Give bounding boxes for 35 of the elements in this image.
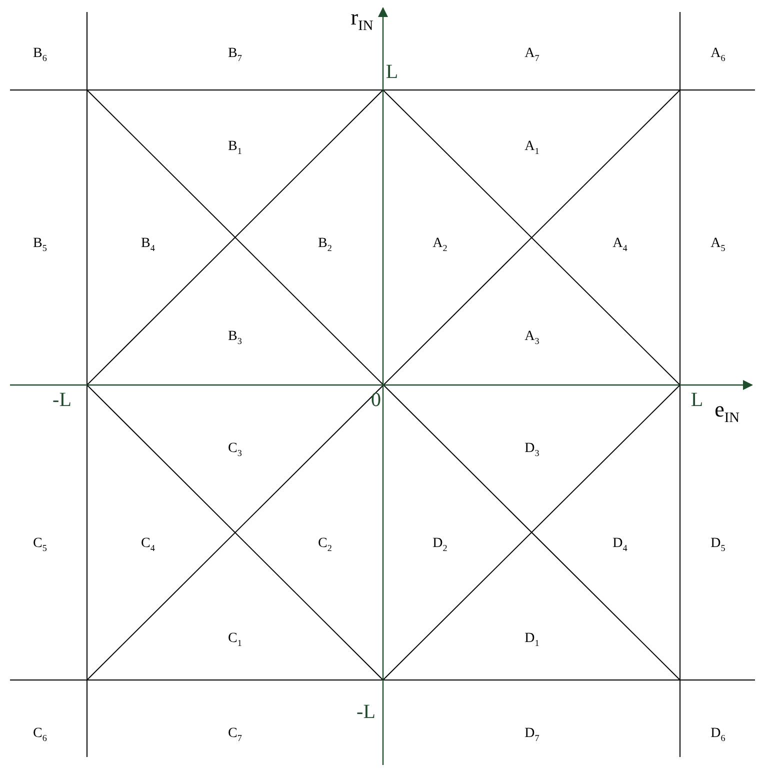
region-label: C$_{3}$ xyxy=(228,442,242,458)
region-label: A$_{6}$ xyxy=(710,47,726,63)
origin-label: 0 xyxy=(371,390,381,410)
region-label: C$_{2}$ xyxy=(318,537,332,553)
region-label: C$_{6}$ xyxy=(33,727,47,743)
axis-tick-label: L xyxy=(386,62,398,82)
region-label: C$_{5}$ xyxy=(33,537,47,553)
region-label: B$_{7}$ xyxy=(228,47,242,63)
region-label: D$_{6}$ xyxy=(710,727,726,743)
region-label: D$_{2}$ xyxy=(432,537,448,553)
region-label: D$_{1}$ xyxy=(524,632,540,648)
region-label: D$_{7}$ xyxy=(524,727,540,743)
region-label: C$_{7}$ xyxy=(228,727,242,743)
region-label: B$_{3}$ xyxy=(228,330,242,346)
axis-tick-label: -L xyxy=(52,390,72,410)
region-label: B$_{6}$ xyxy=(33,47,47,63)
axis-label: r$_{IN}$ xyxy=(350,6,374,34)
region-label: C$_{1}$ xyxy=(228,632,242,648)
region-label: A$_{5}$ xyxy=(710,237,726,253)
region-label: D$_{4}$ xyxy=(612,537,628,553)
region-label: A$_{7}$ xyxy=(524,47,540,63)
region-label: B$_{2}$ xyxy=(318,237,332,253)
region-label: D$_{3}$ xyxy=(524,442,540,458)
region-label: A$_{1}$ xyxy=(524,140,540,156)
axis-label: e$_{IN}$ xyxy=(714,398,740,426)
region-label: A$_{3}$ xyxy=(524,330,540,346)
axis-tick-label: L xyxy=(690,390,704,410)
region-label: B$_{5}$ xyxy=(33,237,47,253)
region-label: A$_{2}$ xyxy=(432,237,448,253)
axis-tick-label: -L xyxy=(356,702,376,722)
region-label: B$_{1}$ xyxy=(228,140,242,156)
region-label: C$_{4}$ xyxy=(141,537,155,553)
region-label: A$_{4}$ xyxy=(612,237,628,253)
region-label: D$_{5}$ xyxy=(710,537,726,553)
region-label: B$_{4}$ xyxy=(141,237,155,253)
